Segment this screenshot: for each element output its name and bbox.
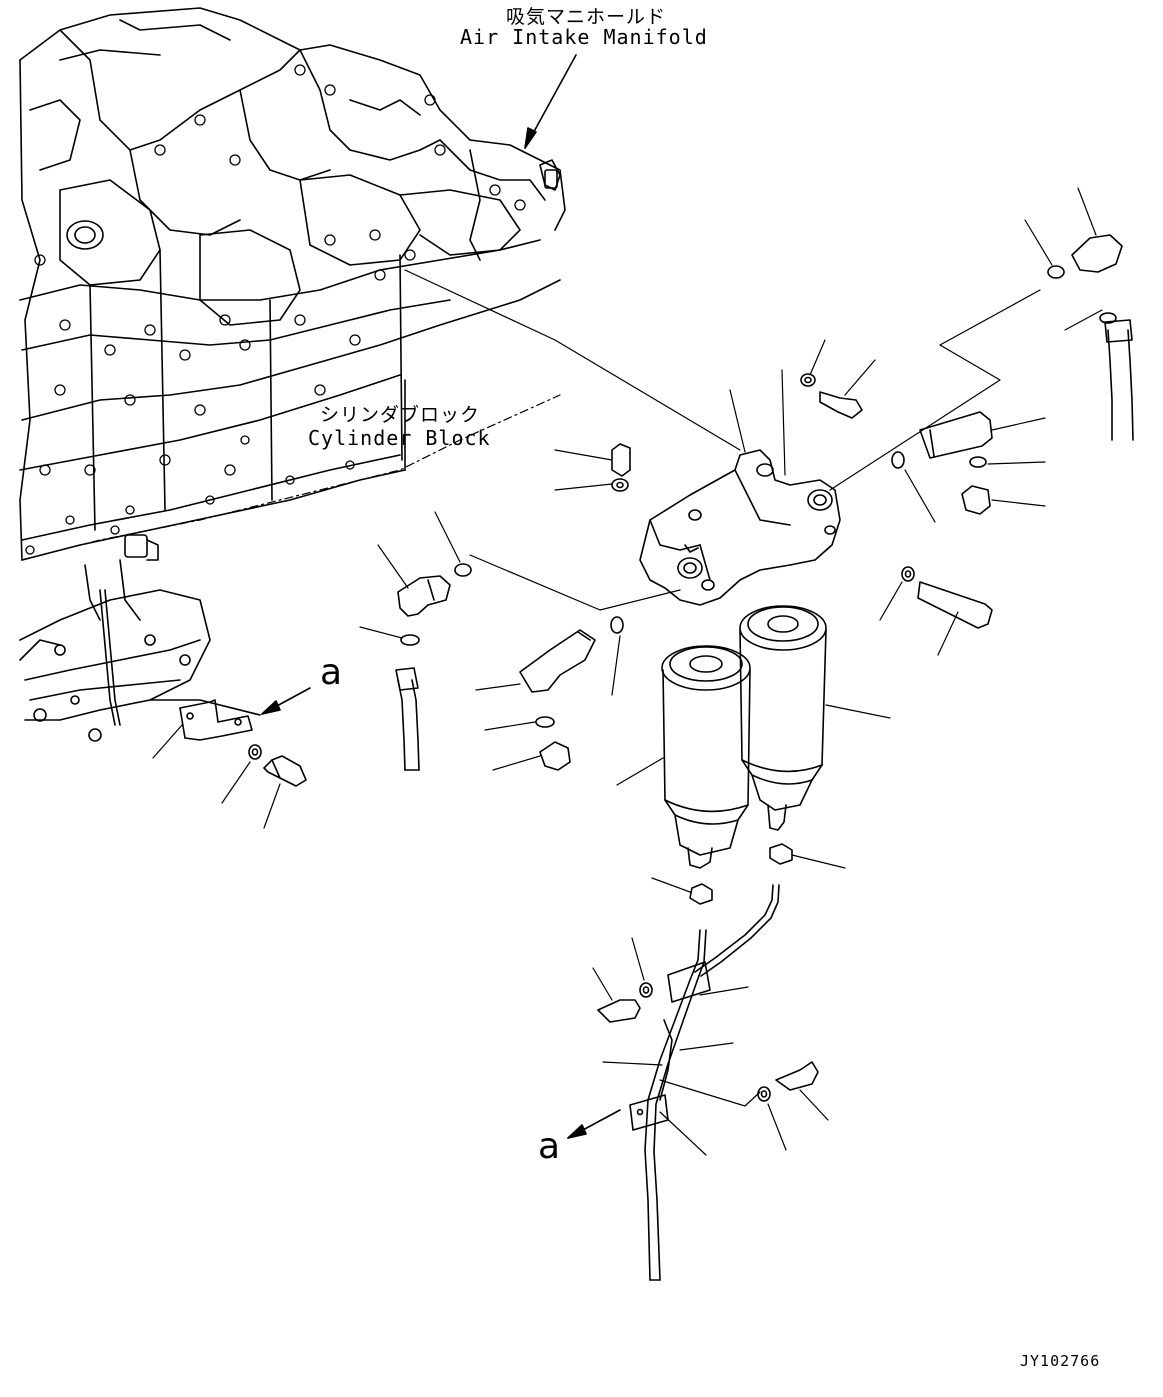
leader-lines: [153, 188, 1102, 1155]
fuel-filter-right: [740, 606, 826, 830]
engine-block: [20, 8, 565, 560]
reference-a-upper: a: [320, 652, 343, 693]
hose-left: [396, 668, 419, 770]
bracket: [180, 700, 252, 740]
manifold-label-jp: 吸気マニホールド: [506, 6, 667, 28]
fuel-filter-left: [662, 646, 750, 868]
tube-assembly: [630, 885, 779, 1280]
filter-head: [640, 450, 840, 605]
block-label-en: Cylinder Block: [308, 426, 491, 450]
manifold-label-en: Air Intake Manifold: [460, 25, 708, 49]
drawing-code: JY102766: [1020, 1352, 1101, 1370]
block-label-jp: シリンダブロック: [320, 404, 481, 426]
frame-lower-left: [20, 535, 260, 741]
reference-a-lower: a: [538, 1126, 561, 1167]
